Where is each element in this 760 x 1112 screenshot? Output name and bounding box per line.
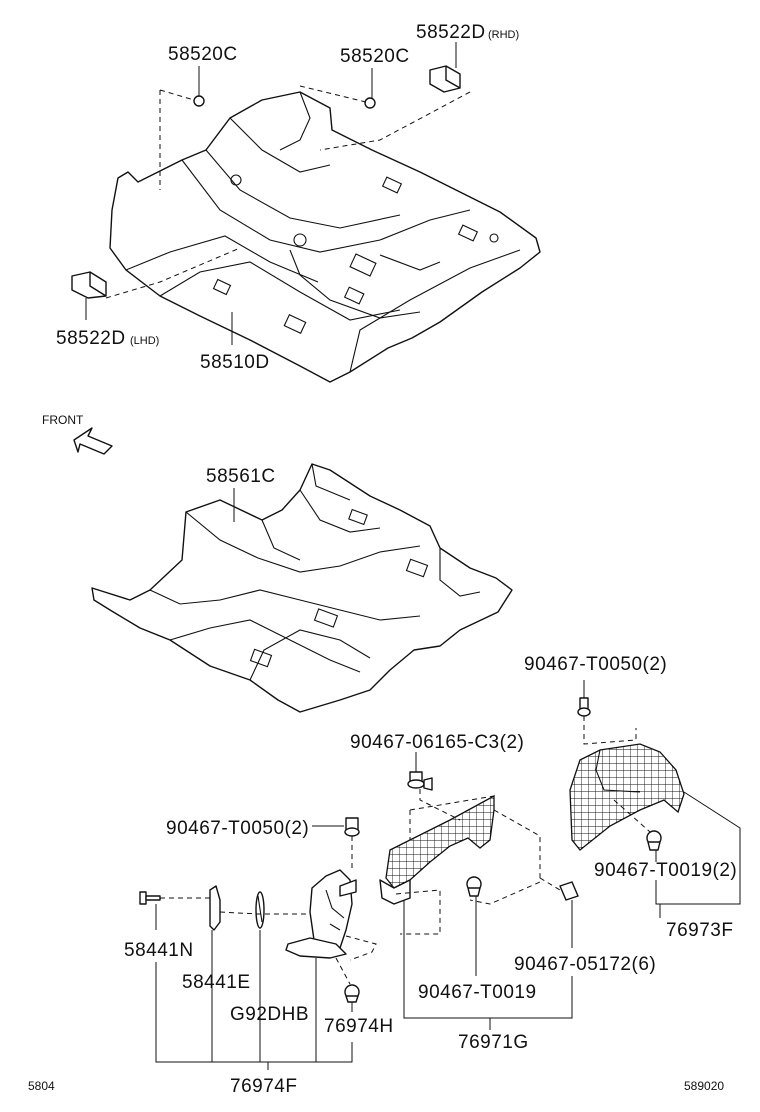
clip-58522d-lhd bbox=[71, 271, 107, 299]
label-58520c-right: 58520C bbox=[340, 46, 410, 67]
fastener-58520c-left bbox=[193, 95, 205, 107]
code-right: 589020 bbox=[684, 1079, 724, 1093]
fastener-58520c-right bbox=[364, 97, 376, 109]
trim-76973f bbox=[569, 743, 685, 851]
label-58522d-lhd: 58522D bbox=[56, 328, 126, 349]
label-58522d-rhd: 58522D bbox=[416, 22, 486, 43]
code-left: 5804 bbox=[28, 1079, 55, 1093]
label-58522d-lhd-note: (LHD) bbox=[130, 335, 159, 347]
label-g92dhb: G92DHB bbox=[230, 1004, 309, 1025]
label-90467-t0050-top: 90467-T0050(2) bbox=[524, 654, 667, 675]
label-76973f: 76973F bbox=[666, 920, 733, 941]
cover-58441e bbox=[209, 885, 221, 931]
label-90467-t0050-left: 90467-T0050(2) bbox=[166, 818, 309, 839]
label-front: FRONT bbox=[42, 413, 84, 427]
label-58441e: 58441E bbox=[182, 972, 251, 993]
label-58441n: 58441N bbox=[124, 940, 194, 961]
cap-g92dhb bbox=[255, 891, 265, 929]
trim-76974f bbox=[285, 869, 357, 959]
label-58561c: 58561C bbox=[206, 466, 276, 487]
label-90467-06165: 90467-06165-C3(2) bbox=[350, 732, 524, 753]
label-58510d: 58510D bbox=[200, 352, 270, 373]
label-76974h: 76974H bbox=[324, 1016, 394, 1037]
label-90467-05172: 90467-05172(6) bbox=[514, 954, 656, 975]
clip-76974h bbox=[344, 984, 360, 1003]
label-58520c-left: 58520C bbox=[168, 44, 238, 65]
label-90467-t0019-2: 90467-T0019(2) bbox=[594, 860, 737, 881]
clip-90467-t0019-right bbox=[646, 830, 662, 851]
clip-90467-t0019-center bbox=[466, 876, 482, 897]
label-76974f: 76974F bbox=[230, 1076, 297, 1097]
label-58522d-rhd-note: (RHD) bbox=[488, 29, 519, 41]
clip-58522d-rhd bbox=[429, 65, 461, 93]
floor-silencer-58561c bbox=[91, 463, 513, 713]
trim-76971g bbox=[379, 794, 495, 905]
front-arrow-icon bbox=[73, 427, 113, 455]
screw-90467-t0050-left bbox=[344, 817, 360, 837]
floor-carpet-58510d bbox=[109, 91, 541, 383]
clip-90467-05172 bbox=[559, 881, 579, 901]
label-90467-t0019: 90467-T0019 bbox=[418, 982, 537, 1003]
screw-90467-t0050-top bbox=[577, 697, 591, 717]
screw-90467-06165 bbox=[407, 771, 433, 791]
label-76971g: 76971G bbox=[458, 1032, 529, 1053]
bolt-58441n bbox=[139, 891, 161, 905]
